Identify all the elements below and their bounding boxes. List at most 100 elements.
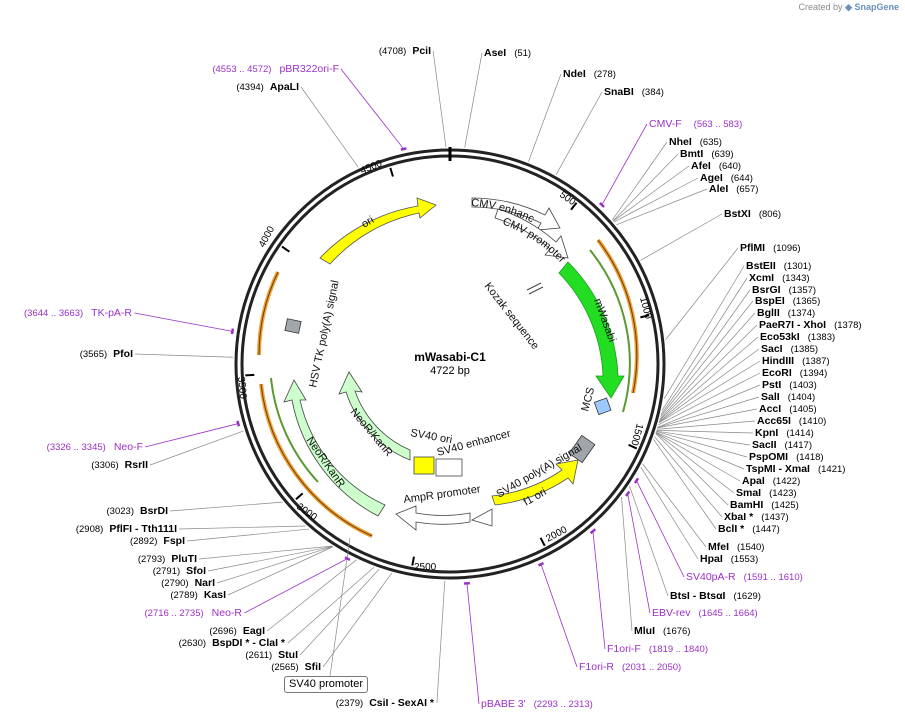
watermark-brand: SnapGene <box>854 2 899 12</box>
site-mfei[interactable]: MfeI(1540) <box>708 541 764 553</box>
site-bspei[interactable]: BspEI(1365) <box>755 295 820 307</box>
site-btsi[interactable]: BtsI - BtsαI(1629) <box>670 590 761 602</box>
site-sacii[interactable]: SacII(1417) <box>752 439 812 451</box>
leader-line <box>655 432 735 494</box>
site-csii-sexai[interactable]: (2379)CsiI - SexAI * <box>336 697 435 709</box>
site-pflmi[interactable]: PflMI(1096) <box>740 242 801 254</box>
site-bmti[interactable]: BmtI(639) <box>680 148 734 160</box>
site-ecori[interactable]: EcoRI(1394) <box>762 367 827 379</box>
site-bstxi[interactable]: BstXI(806) <box>724 208 781 220</box>
site-hindiii[interactable]: HindIII(1387) <box>762 355 830 367</box>
sv40-promoter-label[interactable]: SV40 promoter <box>284 676 368 693</box>
leader-line <box>661 277 748 411</box>
site-xbai[interactable]: XbaI *(1437) <box>724 511 789 523</box>
site-sali[interactable]: SalI(1404) <box>761 391 815 403</box>
site-apai[interactable]: ApaI(1422) <box>742 475 800 487</box>
site-pflfi-tth111i[interactable]: (2908)PflFI - Tth111I <box>76 523 177 535</box>
tick-label-3000: 3000 <box>294 501 319 523</box>
site-bsteii[interactable]: BstEII(1301) <box>746 260 811 272</box>
feature-cmv-enhancer[interactable] <box>471 197 561 231</box>
leader-line <box>432 50 447 148</box>
site-pfoi[interactable]: (3565)PfoI <box>80 348 133 360</box>
site-eagi[interactable]: (2696)EagI <box>209 625 265 637</box>
site-nari[interactable]: (2790)NarI <box>161 577 215 589</box>
primer-f1ori-r[interactable]: F1ori-R(2031 .. 2050) <box>579 661 681 673</box>
site-asei[interactable]: AseI(51) <box>484 47 531 59</box>
primer-ebv-rev[interactable]: EBV-rev(1645 .. 1664) <box>652 607 758 619</box>
site-tspmi-xmai[interactable]: TspMI - XmaI(1421) <box>746 463 845 475</box>
site-kpni[interactable]: KpnI(1414) <box>755 427 814 439</box>
feature-neor-kanr[interactable] <box>338 371 411 461</box>
primer-tk-pa-r[interactable]: (3644 .. 3663)TK-pA-R <box>24 307 132 319</box>
tick-mark <box>389 167 394 177</box>
tick-mark <box>570 202 578 211</box>
site-bamhi[interactable]: BamHI(1425) <box>730 499 799 511</box>
feature-sv40-polya-signal[interactable] <box>568 434 596 464</box>
site-agei[interactable]: AgeI(644) <box>700 172 753 184</box>
feature-label-neor-kanr-2: NeoR/KanR <box>304 435 348 490</box>
site-fspi[interactable]: (2892)FspI <box>130 535 185 547</box>
primer-pbr322ori-f[interactable]: (4553 .. 4572)pBR322ori-F <box>212 63 339 75</box>
site-ndei[interactable]: NdeI(278) <box>563 68 616 80</box>
site-xcmi[interactable]: XcmI(1343) <box>749 272 810 284</box>
leader-line <box>653 439 717 530</box>
site-smai[interactable]: SmaI(1423) <box>736 487 797 499</box>
site-hpai[interactable]: HpaI(1553) <box>700 553 758 565</box>
site-bspdi-clai[interactable]: (2630)BspDI * - ClaI * <box>179 637 286 649</box>
site-alei[interactable]: AleI(657) <box>709 183 758 195</box>
tick-marks <box>245 147 650 566</box>
primer-neo-f[interactable]: (3326 .. 3345)Neo-F <box>47 441 143 453</box>
site-nhei[interactable]: NheI(635) <box>669 136 722 148</box>
site-kasi[interactable]: (2789)KasI <box>170 589 226 601</box>
site-pluti[interactable]: (2793)PluTI <box>138 553 197 565</box>
site-eco53ki[interactable]: Eco53kI(1383) <box>760 331 835 343</box>
leader-line <box>528 73 562 162</box>
leader-line <box>613 177 699 223</box>
site-sfoi[interactable]: (2791)SfoI <box>153 565 206 577</box>
site-paer7i-xhoi[interactable]: PaeR7I - XhoI(1378) <box>759 319 862 331</box>
site-bcli[interactable]: BclI *(1447) <box>718 523 780 535</box>
primer-sv40pa-r[interactable]: SV40pA-R(1591 .. 1610) <box>686 571 803 583</box>
site-afei[interactable]: AfeI(640) <box>691 160 741 172</box>
tick-mark <box>411 556 415 566</box>
primer-cmv-f[interactable]: CMV-F(563 .. 583) <box>649 118 742 130</box>
site-acci[interactable]: AccI(1405) <box>759 403 817 415</box>
site-psti[interactable]: PstI(1403) <box>762 379 817 391</box>
leader-line <box>621 496 633 632</box>
tick-mark <box>281 245 290 253</box>
feature-kozak-sequence[interactable] <box>526 282 542 291</box>
feature-mwasabi[interactable] <box>558 261 625 399</box>
feature-ampr-promoter[interactable] <box>395 505 471 531</box>
leader-line <box>642 463 707 548</box>
feature-cmv-promoter[interactable] <box>494 208 569 259</box>
site-pcii[interactable]: (4708)PciI <box>379 45 431 57</box>
site-bglii[interactable]: BglII(1374) <box>757 307 815 319</box>
site-sfii[interactable]: (2565)SfiI <box>271 661 321 673</box>
feature-mcs[interactable] <box>593 397 612 416</box>
site-apali[interactable]: (4394)ApaLI <box>236 81 299 93</box>
site-bsrgi[interactable]: BsrGI(1357) <box>752 284 816 296</box>
feature-f1-ori[interactable] <box>491 459 579 506</box>
site-snabi[interactable]: SnaBI(384) <box>604 86 664 98</box>
leader-line <box>629 485 669 597</box>
primer-f1ori-f[interactable]: F1ori-F(1819 .. 1840) <box>607 643 708 655</box>
leader-line <box>655 433 729 506</box>
site-acc65i[interactable]: Acc65I(1410) <box>757 415 826 427</box>
site-bsrdi[interactable]: (3023)BsrDI <box>107 505 169 517</box>
site-mlui[interactable]: MluI(1676) <box>634 625 690 637</box>
primer-pbabe-3[interactable]: pBABE 3'(2293 .. 2313) <box>481 698 593 710</box>
primer-neo-r[interactable]: (2716 .. 2735)Neo-R <box>145 607 243 619</box>
site-rsrii[interactable]: (3306)RsrII <box>91 459 148 471</box>
site-stui[interactable]: (2611)StuI <box>245 649 298 661</box>
site-saci[interactable]: SacI(1385) <box>761 343 818 355</box>
feature-hsv-tk-polya-signal[interactable] <box>284 318 302 334</box>
feature-neor-kanr-2[interactable] <box>283 379 386 517</box>
feature-sv40-enhancer[interactable] <box>435 458 463 477</box>
leader-line <box>227 546 334 596</box>
feature-sv40-ori[interactable] <box>413 456 435 475</box>
leader-line <box>436 580 446 704</box>
site-pspomi[interactable]: PspOMI(1418) <box>749 451 824 463</box>
tick-mark <box>640 314 650 319</box>
feature-ori[interactable] <box>319 197 437 265</box>
